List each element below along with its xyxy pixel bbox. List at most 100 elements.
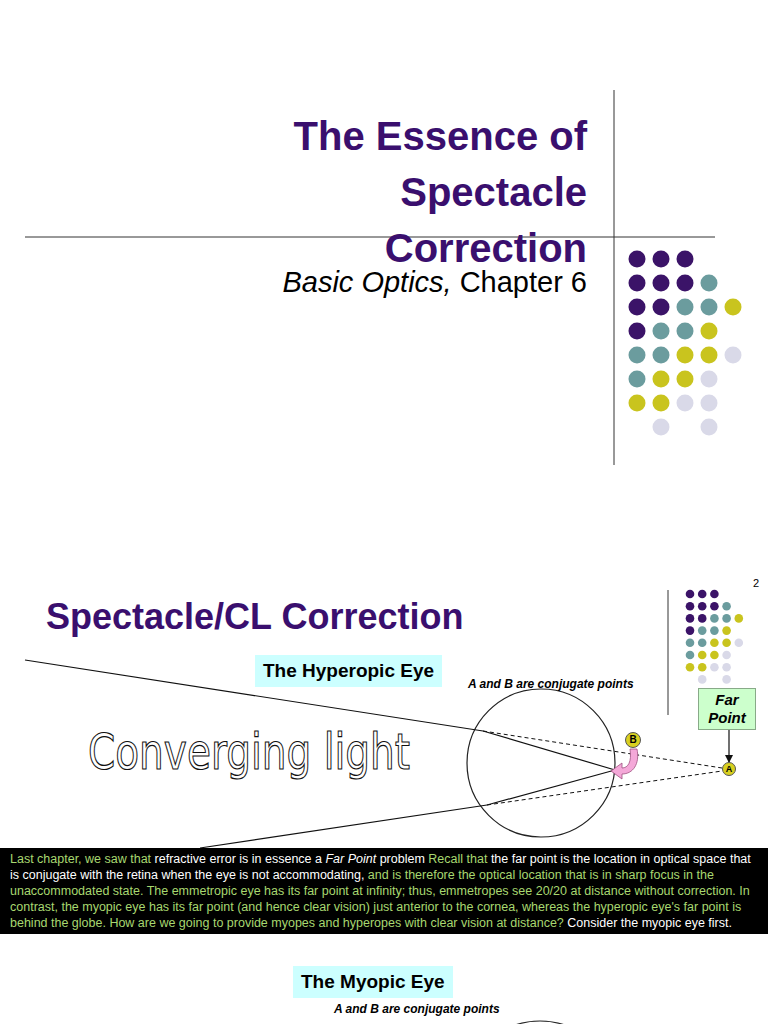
eye-outline (465, 1021, 615, 1024)
grid-dot (710, 614, 719, 623)
grid-dot (653, 251, 670, 268)
panel-text: Recall that (428, 852, 487, 866)
grid-dot (698, 614, 707, 623)
grid-dot (677, 251, 694, 268)
grid-dot (653, 419, 670, 436)
grid-dot (701, 347, 718, 364)
divider-line (25, 237, 715, 238)
grid-dot (686, 639, 695, 648)
node-text: Far Point (708, 691, 746, 726)
grid-dot (686, 626, 695, 635)
grid-dot (629, 371, 646, 388)
grid-dot (653, 299, 670, 316)
grid-dot (722, 602, 731, 611)
node-text: The Myopic Eye (301, 971, 445, 992)
light-ray (483, 731, 615, 770)
grid-dot (677, 395, 694, 412)
point-marker: A (722, 762, 736, 776)
light-ray (25, 660, 483, 731)
grid-dot (710, 602, 719, 611)
extended-ray (487, 771, 722, 805)
slide-title: Spectacle/CL Correction (46, 596, 463, 637)
text-panel: Last chapter, we saw that refractive err… (0, 848, 768, 934)
grid-dot (629, 251, 646, 268)
note-text: A and B are conjugate points (334, 1003, 500, 1017)
subtitle-book: Basic Optics, (282, 266, 451, 299)
light-ray (487, 770, 615, 805)
grid-dot (677, 275, 694, 292)
grid-dot (686, 602, 695, 611)
grid-dot (677, 323, 694, 340)
grid-dot (725, 299, 742, 316)
grid-dot (701, 299, 718, 316)
grid-dot (698, 602, 707, 611)
grid-dot (698, 663, 707, 672)
grid-dot (698, 590, 707, 599)
grid-dot (653, 275, 670, 292)
divider-line (668, 590, 669, 715)
grid-dot (710, 626, 719, 635)
outline-text: Converging light (88, 724, 410, 782)
eye-outline (467, 689, 615, 837)
extended-ray (483, 731, 722, 768)
grid-dot (686, 651, 695, 660)
panel-text: Far Point (325, 852, 376, 866)
grid-dot (686, 663, 695, 672)
dot-grid (629, 251, 742, 436)
grid-dot (701, 323, 718, 340)
grid-dot (735, 639, 744, 648)
grid-dot (701, 275, 718, 292)
far-point-box: Far Point (698, 688, 756, 730)
grid-dot (653, 371, 670, 388)
grid-dot (735, 614, 744, 623)
grid-dot (710, 663, 719, 672)
light-ray (200, 805, 487, 848)
grid-dot (698, 639, 707, 648)
grid-dot (722, 614, 731, 623)
panel-text: refractive error is in essence a (155, 852, 322, 866)
slide-title: The Essence of Spectacle Correction (187, 108, 587, 276)
node-text: The Hyperopic Eye (263, 660, 434, 681)
grid-dot (722, 626, 731, 635)
subtitle-chapter: Chapter 6 (460, 266, 587, 299)
grid-dot (710, 639, 719, 648)
grid-dot (653, 323, 670, 340)
grid-dot (698, 626, 707, 635)
grid-dot (725, 347, 742, 364)
grid-dot (629, 275, 646, 292)
grid-dot (677, 347, 694, 364)
grid-dot (710, 651, 719, 660)
grid-dot (686, 614, 695, 623)
node-text: B (629, 735, 636, 745)
grid-dot (698, 651, 707, 660)
grid-dot (722, 639, 731, 648)
conjugate-arrow (611, 749, 638, 779)
grid-dot (701, 371, 718, 388)
panel-text: problem (380, 852, 425, 866)
grid-dot (722, 663, 731, 672)
grid-dot (677, 299, 694, 316)
pointer-arrow (728, 730, 729, 762)
heading-box: The Hyperopic Eye (255, 655, 442, 687)
grid-dot (629, 323, 646, 340)
heading-box: The Myopic Eye (293, 966, 453, 998)
grid-dot (653, 395, 670, 412)
divider-line (614, 90, 615, 465)
grid-dot (653, 347, 670, 364)
panel-text: Consider the myopic eye first. (567, 916, 732, 930)
grid-dot (710, 590, 719, 599)
grid-dot (701, 395, 718, 412)
point-marker: B (625, 732, 641, 748)
dot-grid (686, 590, 743, 684)
grid-dot (722, 651, 731, 660)
grid-dot (677, 371, 694, 388)
node-text: A (726, 765, 733, 774)
panel-text: Last chapter, we saw that (10, 852, 151, 866)
grid-dot (629, 347, 646, 364)
grid-dot (722, 675, 731, 684)
grid-dot (698, 675, 707, 684)
grid-dot (629, 395, 646, 412)
grid-dot (629, 299, 646, 316)
note-text: A and B are conjugate points (468, 678, 634, 692)
grid-dot (686, 590, 695, 599)
